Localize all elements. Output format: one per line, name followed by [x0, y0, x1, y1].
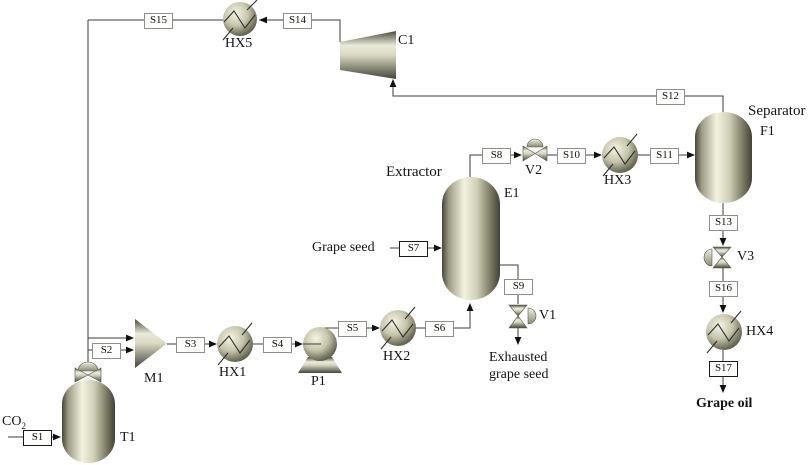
heat-exchanger-hx2-icon [380, 306, 416, 350]
arrow-into-m1-upper [126, 334, 134, 342]
arrow-into-v3 [719, 238, 727, 246]
grape-seed-feed-label: Grape seed [312, 240, 375, 255]
mixer-m1-icon [135, 319, 167, 368]
stream-label-s11: S11 [650, 148, 679, 164]
tank-valve-icon [74, 361, 102, 383]
valve-v3-icon [703, 246, 732, 269]
arrow-into-hx4 [719, 305, 727, 313]
arrow-into-hx5 [259, 16, 267, 24]
arrow-into-t1 [53, 433, 61, 441]
heat-exchanger-hx5-icon [222, 0, 258, 41]
stream-label-s1: S1 [23, 430, 52, 446]
extractor-label: Extractor [386, 164, 442, 180]
stream-label-s13: S13 [709, 215, 738, 231]
t1-label: T1 [120, 430, 136, 445]
arrow-into-c1 [389, 79, 397, 87]
hx2-label: HX2 [383, 349, 411, 364]
arrow-into-hx2 [372, 324, 380, 332]
arrow-into-e1-bottom [466, 303, 474, 311]
separator-label: Separator [748, 103, 806, 119]
stream-label-s15: S15 [144, 13, 173, 29]
f1-label: F1 [760, 124, 775, 139]
stream-label-s2: S2 [92, 343, 121, 359]
extractor-e1-icon [442, 177, 500, 300]
arrow-into-f1 [687, 151, 695, 159]
stream-label-s10: S10 [557, 148, 586, 164]
separator-f1-icon [695, 112, 752, 203]
stream-label-s3: S3 [176, 337, 205, 353]
valve-v2-icon [522, 138, 548, 162]
arrow-into-v2 [514, 151, 522, 159]
exhausted-grape-seed-label-line1: Exhausted [489, 350, 548, 365]
m1-label: M1 [144, 371, 164, 386]
arrow-into-m1-lower [126, 346, 134, 354]
flow-arrows [53, 16, 727, 441]
stream-label-s14: S14 [283, 13, 312, 29]
stream-lines [8, 19, 724, 438]
heat-exchanger-hx4-icon [706, 310, 742, 354]
stream-label-s17: S17 [709, 361, 738, 377]
valve-v1-icon [508, 304, 537, 329]
heat-exchanger-hx1-icon [217, 322, 253, 366]
v1-label: V1 [539, 308, 557, 323]
e1-label: E1 [504, 186, 520, 201]
v3-label: V3 [737, 249, 755, 264]
co2-feed-label: CO2 [2, 414, 26, 431]
stream-label-s5: S5 [338, 321, 367, 337]
grape-oil-product-label: Grape oil [696, 396, 753, 411]
co2-text: CO [2, 414, 22, 429]
compressor-c1-icon [340, 31, 396, 79]
stream-label-s8: S8 [482, 148, 511, 164]
stream-label-s6: S6 [425, 321, 454, 337]
arrow-exhausted-out [514, 337, 522, 345]
hx1-label: HX1 [219, 365, 247, 380]
arrow-into-hx3 [594, 151, 602, 159]
arrow-grape-oil-out [719, 385, 727, 393]
heat-exchanger-hx3-icon [602, 133, 638, 177]
stream-line-s12 [392, 86, 724, 112]
stream-label-s16: S16 [709, 281, 738, 297]
co2-subscript: 2 [21, 420, 26, 431]
hx5-label: HX5 [225, 36, 253, 51]
stream-label-s9: S9 [504, 279, 533, 295]
pump-p1-icon [298, 327, 342, 373]
stream-label-s7: S7 [399, 241, 428, 257]
tank-t1-icon [62, 380, 115, 463]
arrow-into-p1 [295, 340, 303, 348]
arrow-into-hx1 [209, 340, 217, 348]
hx4-label: HX4 [746, 324, 774, 339]
c1-label: C1 [398, 33, 415, 48]
hx3-label: HX3 [604, 173, 632, 188]
stream-label-s4: S4 [263, 337, 292, 353]
arrow-into-e1-side [434, 244, 442, 252]
stream-label-s12: S12 [656, 89, 685, 105]
v2-label: V2 [525, 163, 543, 178]
exhausted-grape-seed-label-line2: grape seed [489, 367, 549, 382]
p1-label: P1 [311, 374, 326, 389]
